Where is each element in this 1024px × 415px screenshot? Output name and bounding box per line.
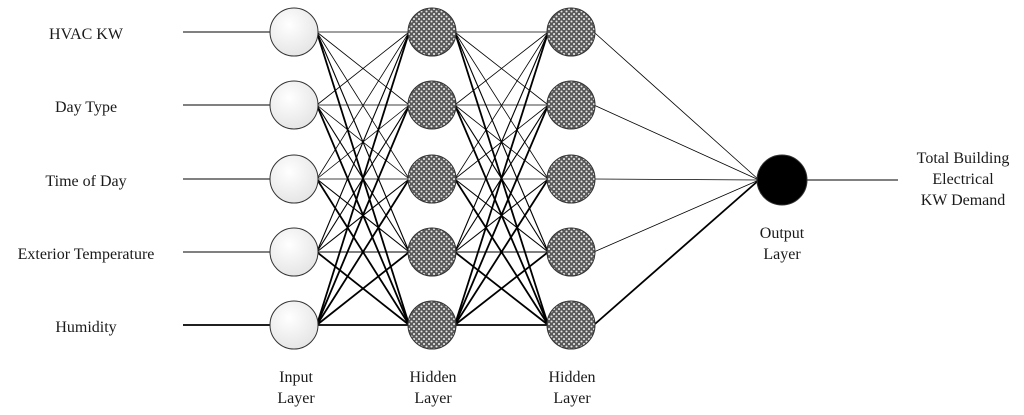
edge-input-to-hidden1 xyxy=(315,104,411,326)
input-label-day-type: Day Type xyxy=(55,99,117,116)
edge-hidden1-to-hidden2 xyxy=(453,104,550,326)
hidden1-node xyxy=(407,154,457,204)
hidden2-node xyxy=(546,7,596,57)
output-layer-caption-line1: Output xyxy=(760,225,805,242)
input-node xyxy=(269,80,319,130)
nodes xyxy=(269,7,808,350)
edge-hidden1-to-hidden2 xyxy=(454,31,549,253)
layer-captions: Input Layer Hidden Layer Hidden Layer Ou… xyxy=(277,225,804,407)
edge-input-to-hidden1 xyxy=(316,251,410,326)
output-label-line3: KW Demand xyxy=(921,192,1006,209)
input-node xyxy=(269,227,319,277)
edge-input-to-hidden1 xyxy=(316,31,410,253)
edge-hidden1-to-hidden2 xyxy=(454,31,549,180)
hidden2-node xyxy=(546,154,596,204)
hidden-layer-1-caption-line2: Layer xyxy=(414,390,452,407)
input-node xyxy=(269,7,319,57)
edge-hidden1-to-hidden2 xyxy=(454,251,549,326)
input-layer-caption-line2: Layer xyxy=(277,390,315,407)
edge-input-to-hidden1 xyxy=(316,178,410,326)
edge-hidden1-to-hidden2 xyxy=(454,178,549,326)
input-label-hvac-kw: HVAC KW xyxy=(49,26,124,43)
edge-hidden2-to-output xyxy=(593,104,760,181)
output-label-line2: Electrical xyxy=(932,171,994,188)
edge-hidden1-to-hidden2 xyxy=(453,31,550,326)
edge-hidden2-to-output xyxy=(593,179,760,326)
hidden1-node xyxy=(407,80,457,130)
edge-hidden2-to-output xyxy=(593,179,760,253)
edge-input-to-hidden1 xyxy=(316,31,410,106)
edge-input-to-hidden1 xyxy=(315,31,411,326)
input-labels: HVAC KW Day Type Time of Day Exterior Te… xyxy=(18,26,155,336)
input-label-humidity: Humidity xyxy=(55,319,116,336)
input-node xyxy=(269,300,319,350)
hidden2-node xyxy=(546,80,596,130)
hidden1-node xyxy=(407,7,457,57)
hidden-layer-1-caption-line1: Hidden xyxy=(409,369,456,386)
output-node xyxy=(756,154,808,206)
input-label-time-of-day: Time of Day xyxy=(45,173,126,190)
hidden2-node xyxy=(546,227,596,277)
output-layer-caption-line2: Layer xyxy=(763,246,801,263)
edge-hidden2-to-output xyxy=(593,31,760,181)
output-label-line1: Total Building xyxy=(917,150,1010,167)
input-node xyxy=(269,154,319,204)
edge-hidden2-to-output xyxy=(593,178,760,181)
hidden1-node xyxy=(407,227,457,277)
hidden-layer-2-caption-line1: Hidden xyxy=(548,369,595,386)
edge-hidden1-to-hidden2 xyxy=(454,31,549,106)
input-layer-caption-line1: Input xyxy=(279,369,313,386)
input-label-exterior-temperature: Exterior Temperature xyxy=(18,246,155,263)
hidden-layer-2-caption-line2: Layer xyxy=(553,390,591,407)
hidden1-node xyxy=(407,300,457,350)
edge-input-to-hidden1 xyxy=(316,31,410,180)
hidden2-node xyxy=(546,300,596,350)
connections xyxy=(183,31,898,326)
output-label: Total Building Electrical KW Demand xyxy=(917,150,1010,209)
